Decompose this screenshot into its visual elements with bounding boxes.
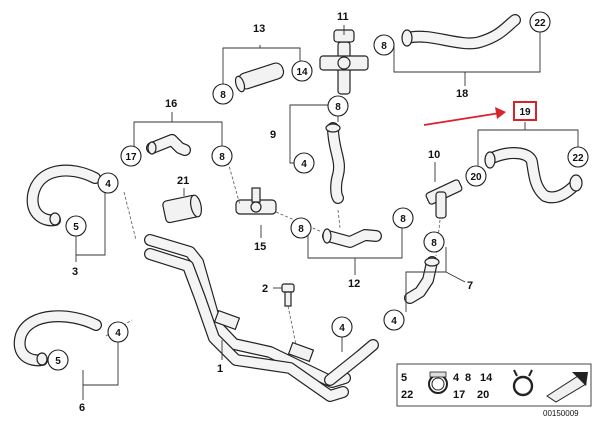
callout-8-center-top: 8: [327, 95, 349, 117]
svg-text:5: 5: [73, 222, 79, 233]
callout-8-center-right: 8: [392, 207, 414, 229]
callout-17: 17: [120, 145, 142, 167]
svg-text:22: 22: [534, 18, 546, 29]
leader-lines: [75, 25, 579, 400]
callout-11: 11: [337, 11, 349, 23]
callout-8-left-mid: 8: [211, 145, 233, 167]
svg-text:20: 20: [470, 172, 482, 183]
callout-10: 10: [428, 149, 440, 161]
callout-15: 15: [254, 241, 266, 253]
callout-21: 21: [177, 175, 189, 187]
clamp-tool-icon: [546, 372, 588, 403]
hose-part-19: [484, 147, 583, 204]
legend-14: 14: [480, 372, 493, 384]
callout-1: 1: [217, 363, 223, 375]
callout-8-right-mid: 8: [423, 231, 445, 253]
hose-part-13: [234, 62, 285, 93]
legend-5: 5: [401, 372, 407, 384]
callout-13: 13: [253, 23, 265, 35]
callout-4-left-upper: 4: [97, 172, 119, 194]
svg-text:8: 8: [220, 90, 226, 101]
svg-text:4: 4: [391, 316, 397, 327]
svg-text:8: 8: [335, 102, 341, 113]
callout-3: 3: [72, 266, 78, 278]
svg-text:8: 8: [381, 41, 387, 52]
callout-5-left-lower: 5: [47, 349, 69, 371]
spring-clamp-icon: [512, 369, 534, 397]
callout-22-top: 22: [529, 11, 551, 33]
callout-8-top-left: 8: [212, 83, 234, 105]
svg-text:17: 17: [125, 152, 137, 163]
hose-part-18: [401, 14, 521, 50]
svg-text:4: 4: [301, 159, 307, 170]
callout-12: 12: [348, 278, 360, 290]
callout-2: 2: [262, 283, 268, 295]
bushing-part-21: [162, 194, 202, 224]
callout-19-highlighted: 19: [513, 101, 537, 121]
svg-text:8: 8: [400, 214, 406, 225]
svg-text:5: 5: [55, 356, 61, 367]
hose-part-6: [13, 310, 102, 367]
callout-22-right: 22: [567, 146, 589, 168]
svg-text:22: 22: [572, 153, 584, 164]
bolt-part-2: [281, 283, 295, 307]
callouts: 13 11 18 16 9 10 21 15 12 7 3 2 1 6 8 14…: [47, 11, 589, 414]
callout-4-left-lower: 4: [107, 321, 129, 343]
diagram-code: 00150009: [543, 409, 579, 418]
highlight-arrow: [423, 107, 506, 126]
legend-17: 17: [453, 389, 465, 401]
connector-part-10: [425, 179, 463, 219]
hose-part-3: [26, 164, 101, 227]
callout-14: 14: [291, 60, 313, 82]
callout-20: 20: [465, 165, 487, 187]
pipe-part-1: [144, 234, 379, 402]
callout-8-center-left: 8: [290, 217, 312, 239]
hose-part-12: [322, 228, 382, 248]
legend-4: 4: [453, 372, 460, 384]
hose-part-9: [325, 122, 345, 204]
svg-text:8: 8: [431, 238, 437, 249]
callout-7: 7: [467, 280, 473, 292]
callout-4-right-lower: 4: [383, 309, 405, 331]
callout-16: 16: [165, 98, 177, 110]
legend-box: 5 22 4 8 14 17 20: [396, 363, 592, 407]
hose-part-7: [404, 256, 440, 304]
legend-20: 20: [477, 389, 489, 401]
callout-6: 6: [79, 402, 85, 414]
hose-clamp-icon: [428, 371, 448, 394]
hose-part-16: [146, 134, 191, 156]
svg-text:14: 14: [296, 67, 308, 78]
svg-text:4: 4: [339, 323, 345, 334]
svg-text:19: 19: [519, 107, 531, 118]
legend-22: 22: [401, 389, 413, 401]
svg-text:4: 4: [115, 328, 121, 339]
connector-part-11: [319, 29, 369, 95]
callout-5-left-upper: 5: [65, 215, 87, 237]
svg-text:8: 8: [298, 224, 304, 235]
callout-4-center: 4: [293, 152, 315, 174]
callout-18: 18: [456, 88, 468, 100]
valve-part-15: [235, 187, 277, 215]
legend-8: 8: [465, 372, 471, 384]
callout-9: 9: [270, 129, 276, 141]
callout-8-top-right: 8: [373, 34, 395, 56]
callout-4-bottom-center: 4: [331, 316, 353, 338]
svg-text:8: 8: [219, 152, 225, 163]
svg-text:4: 4: [105, 179, 111, 190]
